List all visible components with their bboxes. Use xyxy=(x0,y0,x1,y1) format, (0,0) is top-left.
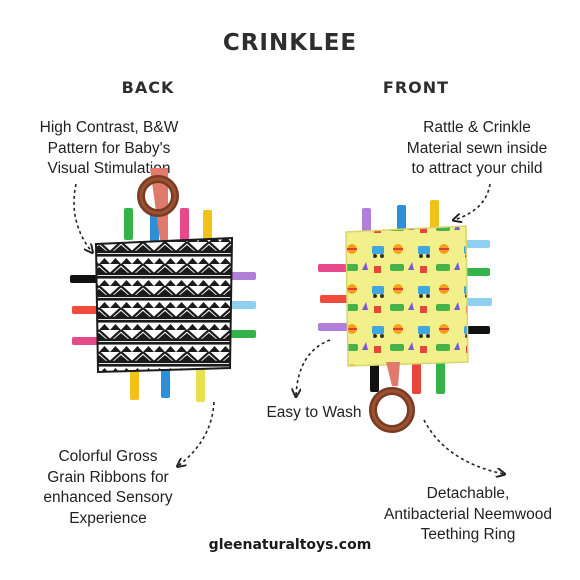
front-ribbons-right xyxy=(464,240,492,334)
back-ribbons-top xyxy=(124,208,212,243)
back-ribbons-left xyxy=(70,275,100,345)
annotation-ribbons: Colorful Gross Grain Ribbons for enhance… xyxy=(43,448,173,527)
back-blankie xyxy=(70,168,256,402)
back-ribbons-right xyxy=(228,272,256,338)
website-footer: gleenaturaltoys.com xyxy=(208,537,372,553)
back-ribbons-bottom xyxy=(130,366,205,402)
front-blankie xyxy=(318,200,492,433)
arrow-rattle-crinkle xyxy=(454,183,491,220)
annotation-arrows xyxy=(73,183,504,474)
arrow-ribbons xyxy=(178,401,215,466)
product-title: CRINKLEE xyxy=(222,30,358,56)
annotation-teething-ring: Detachable, Antibacterial Neemwood Teeth… xyxy=(383,485,552,543)
front-ribbons-bottom xyxy=(370,362,445,394)
arrow-back-pattern xyxy=(73,183,92,252)
front-ribbons-left xyxy=(318,264,348,331)
annotation-easy-wash: Easy to Wash xyxy=(266,404,362,421)
arrow-easy-wash xyxy=(296,339,331,396)
annotation-rattle-crinkle: Rattle & Crinkle Material sewn inside to… xyxy=(406,119,548,177)
back-label: BACK xyxy=(121,78,175,97)
front-label: FRONT xyxy=(382,78,450,97)
arrow-teething-ring xyxy=(423,419,504,474)
annotation-back-pattern: High Contrast, B&W Pattern for Baby's Vi… xyxy=(39,119,179,177)
